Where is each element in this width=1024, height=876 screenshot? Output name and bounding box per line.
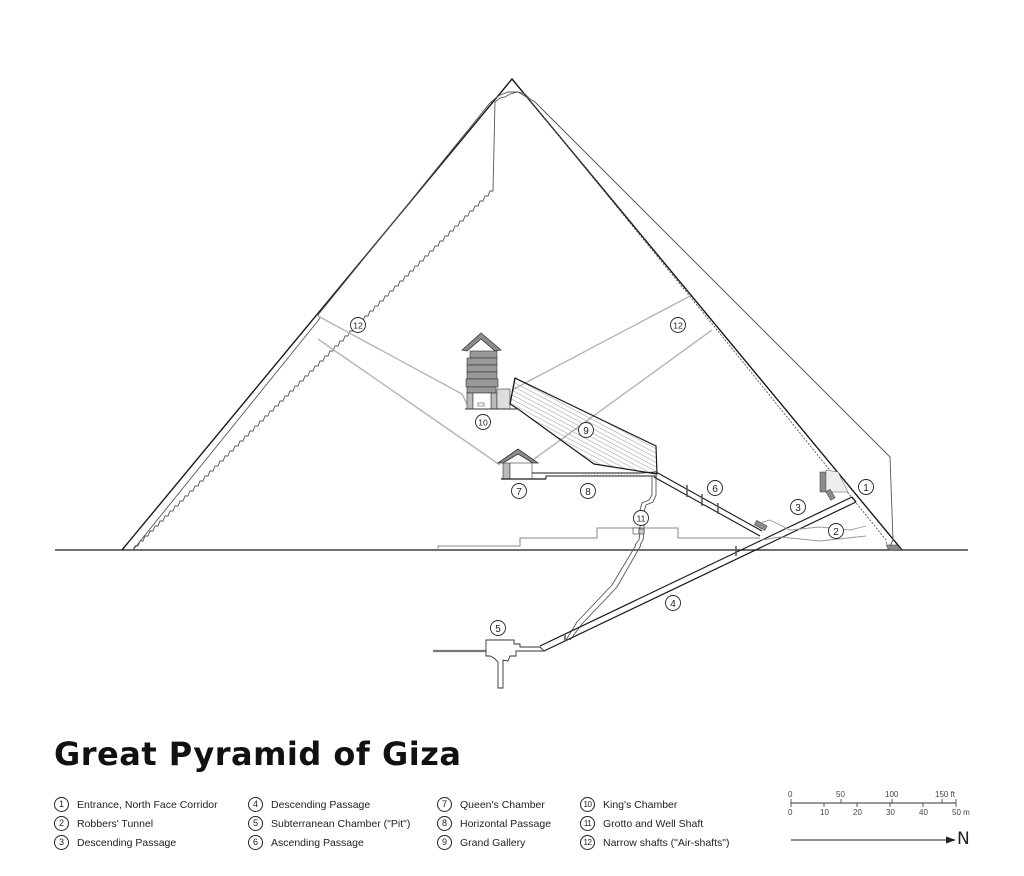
page-title: Great Pyramid of Giza <box>54 735 462 773</box>
north-arrow-head <box>946 836 956 844</box>
number-badge: 2 <box>54 816 69 831</box>
number-badge: 6 <box>248 835 263 850</box>
svg-text:10: 10 <box>478 418 488 428</box>
svg-text:6: 6 <box>712 484 718 495</box>
scale-feet-label: 100 <box>885 790 899 799</box>
legend-item: 8 Horizontal Passage <box>437 814 551 833</box>
label-10: 10 <box>475 414 491 430</box>
north-label: N <box>957 829 970 849</box>
robbers-tunnel <box>759 519 867 531</box>
legend-item: 7 Queen's Chamber <box>437 795 551 814</box>
legend-item: 9 Grand Gallery <box>437 833 551 852</box>
legend-label: Robbers' Tunnel <box>77 817 154 830</box>
scale-meter-label: 20 <box>853 808 862 817</box>
legend-item: 12 Narrow shafts ("Air-shafts") <box>580 833 729 852</box>
legend-label: Grotto and Well Shaft <box>603 817 704 830</box>
scale-bar-graphic <box>790 799 957 844</box>
legend-item: 4 Descending Passage <box>248 795 410 814</box>
number-badge: 10 <box>580 797 595 812</box>
ascending-passage <box>653 471 768 537</box>
number-badge: 11 <box>580 816 595 831</box>
svg-text:7: 7 <box>516 487 522 498</box>
legend-label: Descending Passage <box>77 836 177 849</box>
scale-meter-label: 0 <box>788 808 793 817</box>
label-11: 11 <box>633 510 649 526</box>
base-steps <box>437 527 760 550</box>
number-badge: 4 <box>248 797 263 812</box>
label-9: 9 <box>578 422 594 438</box>
robbers-tunnel-lower <box>761 535 867 542</box>
legend-label: Queen's Chamber <box>460 798 545 811</box>
legend-item: 3 Descending Passage <box>54 833 218 852</box>
legend-column-4: 10 King's Chamber 11 Grotto and Well Shaft… <box>580 795 729 852</box>
svg-text:4: 4 <box>670 599 676 610</box>
svg-text:3: 3 <box>795 503 801 514</box>
label-6: 6 <box>707 480 723 496</box>
legend-item: 2 Robbers' Tunnel <box>54 814 218 833</box>
well-shaft <box>565 476 657 641</box>
horizontal-passage <box>532 471 657 479</box>
scale-meter-label: 40 <box>919 808 928 817</box>
scale-meter-label: 30 <box>886 808 895 817</box>
scale-bar: 0 50 100 150 ft 0 10 20 30 40 50 m <box>780 788 980 858</box>
label-12-left: 12 <box>350 317 366 333</box>
pyramid-core-stepped-outline <box>132 91 894 551</box>
label-8: 8 <box>580 483 596 499</box>
legend-item: 10 King's Chamber <box>580 795 729 814</box>
pyramid-core-left <box>132 91 529 551</box>
number-badge: 7 <box>437 797 452 812</box>
svg-text:12: 12 <box>353 321 363 331</box>
legend-item: 6 Ascending Passage <box>248 833 410 852</box>
scale-feet-label: 0 <box>788 790 793 799</box>
scale-meter-label: 50 m <box>952 808 970 817</box>
label-5: 5 <box>490 620 506 636</box>
label-3: 3 <box>790 499 806 515</box>
svg-text:2: 2 <box>833 527 839 538</box>
label-12-right: 12 <box>670 317 686 333</box>
scale-feet-label: 150 ft <box>935 790 956 799</box>
legend-label: King's Chamber <box>603 798 678 811</box>
legend-column-3: 7 Queen's Chamber 8 Horizontal Passage 9 Gr… <box>437 795 551 852</box>
subterranean-chamber <box>433 639 546 689</box>
legend-label: Entrance, North Face Corridor <box>77 798 218 811</box>
label-1: 1 <box>858 479 874 495</box>
legend-column-2: 4 Descending Passage 5 Subterranean Chambe… <box>248 795 410 852</box>
number-badge: 1 <box>54 797 69 812</box>
legend-label: Grand Gallery <box>460 836 526 849</box>
label-7: 7 <box>511 483 527 499</box>
legend-label: Horizontal Passage <box>460 817 552 830</box>
pyramid-core-right <box>527 97 889 551</box>
legend-item: 11 Grotto and Well Shaft <box>580 814 729 833</box>
label-2: 2 <box>828 523 844 539</box>
diagram-labels: 1 2 3 4 5 6 7 8 9 10 11 12 12 <box>350 317 874 636</box>
number-badge: 8 <box>437 816 452 831</box>
pyramid-outline <box>121 77 903 551</box>
number-badge: 5 <box>248 816 263 831</box>
queens-chamber <box>496 448 546 480</box>
legend-column-1: 1 Entrance, North Face Corridor 2 Robbers'… <box>54 795 218 852</box>
svg-text:11: 11 <box>637 514 646 524</box>
legend-label: Narrow shafts ("Air-shafts") <box>603 836 730 849</box>
svg-text:1: 1 <box>863 483 869 494</box>
number-badge: 9 <box>437 835 452 850</box>
number-badge: 3 <box>54 835 69 850</box>
scale-feet-label: 50 <box>836 790 845 799</box>
legend-item: 5 Subterranean Chamber ("Pit") <box>248 814 410 833</box>
label-4: 4 <box>665 595 681 611</box>
scale-meter-label: 10 <box>820 808 829 817</box>
number-badge: 12 <box>580 835 595 850</box>
svg-text:12: 12 <box>673 321 683 331</box>
legend: 1 Entrance, North Face Corridor 2 Robbers'… <box>54 795 754 855</box>
svg-text:9: 9 <box>583 426 589 437</box>
descending-passage <box>539 496 857 652</box>
legend-label: Subterranean Chamber ("Pit") <box>271 817 411 830</box>
legend-label: Ascending Passage <box>271 836 364 849</box>
svg-text:8: 8 <box>585 487 591 498</box>
kings-chamber <box>461 332 517 410</box>
svg-text:5: 5 <box>495 624 501 635</box>
pyramid-cross-section-diagram: 1 2 3 4 5 6 7 8 9 10 11 12 12 <box>55 77 968 689</box>
legend-label: Descending Passage <box>271 798 371 811</box>
legend-item: 1 Entrance, North Face Corridor <box>54 795 218 814</box>
entrance-blocks <box>819 469 903 551</box>
